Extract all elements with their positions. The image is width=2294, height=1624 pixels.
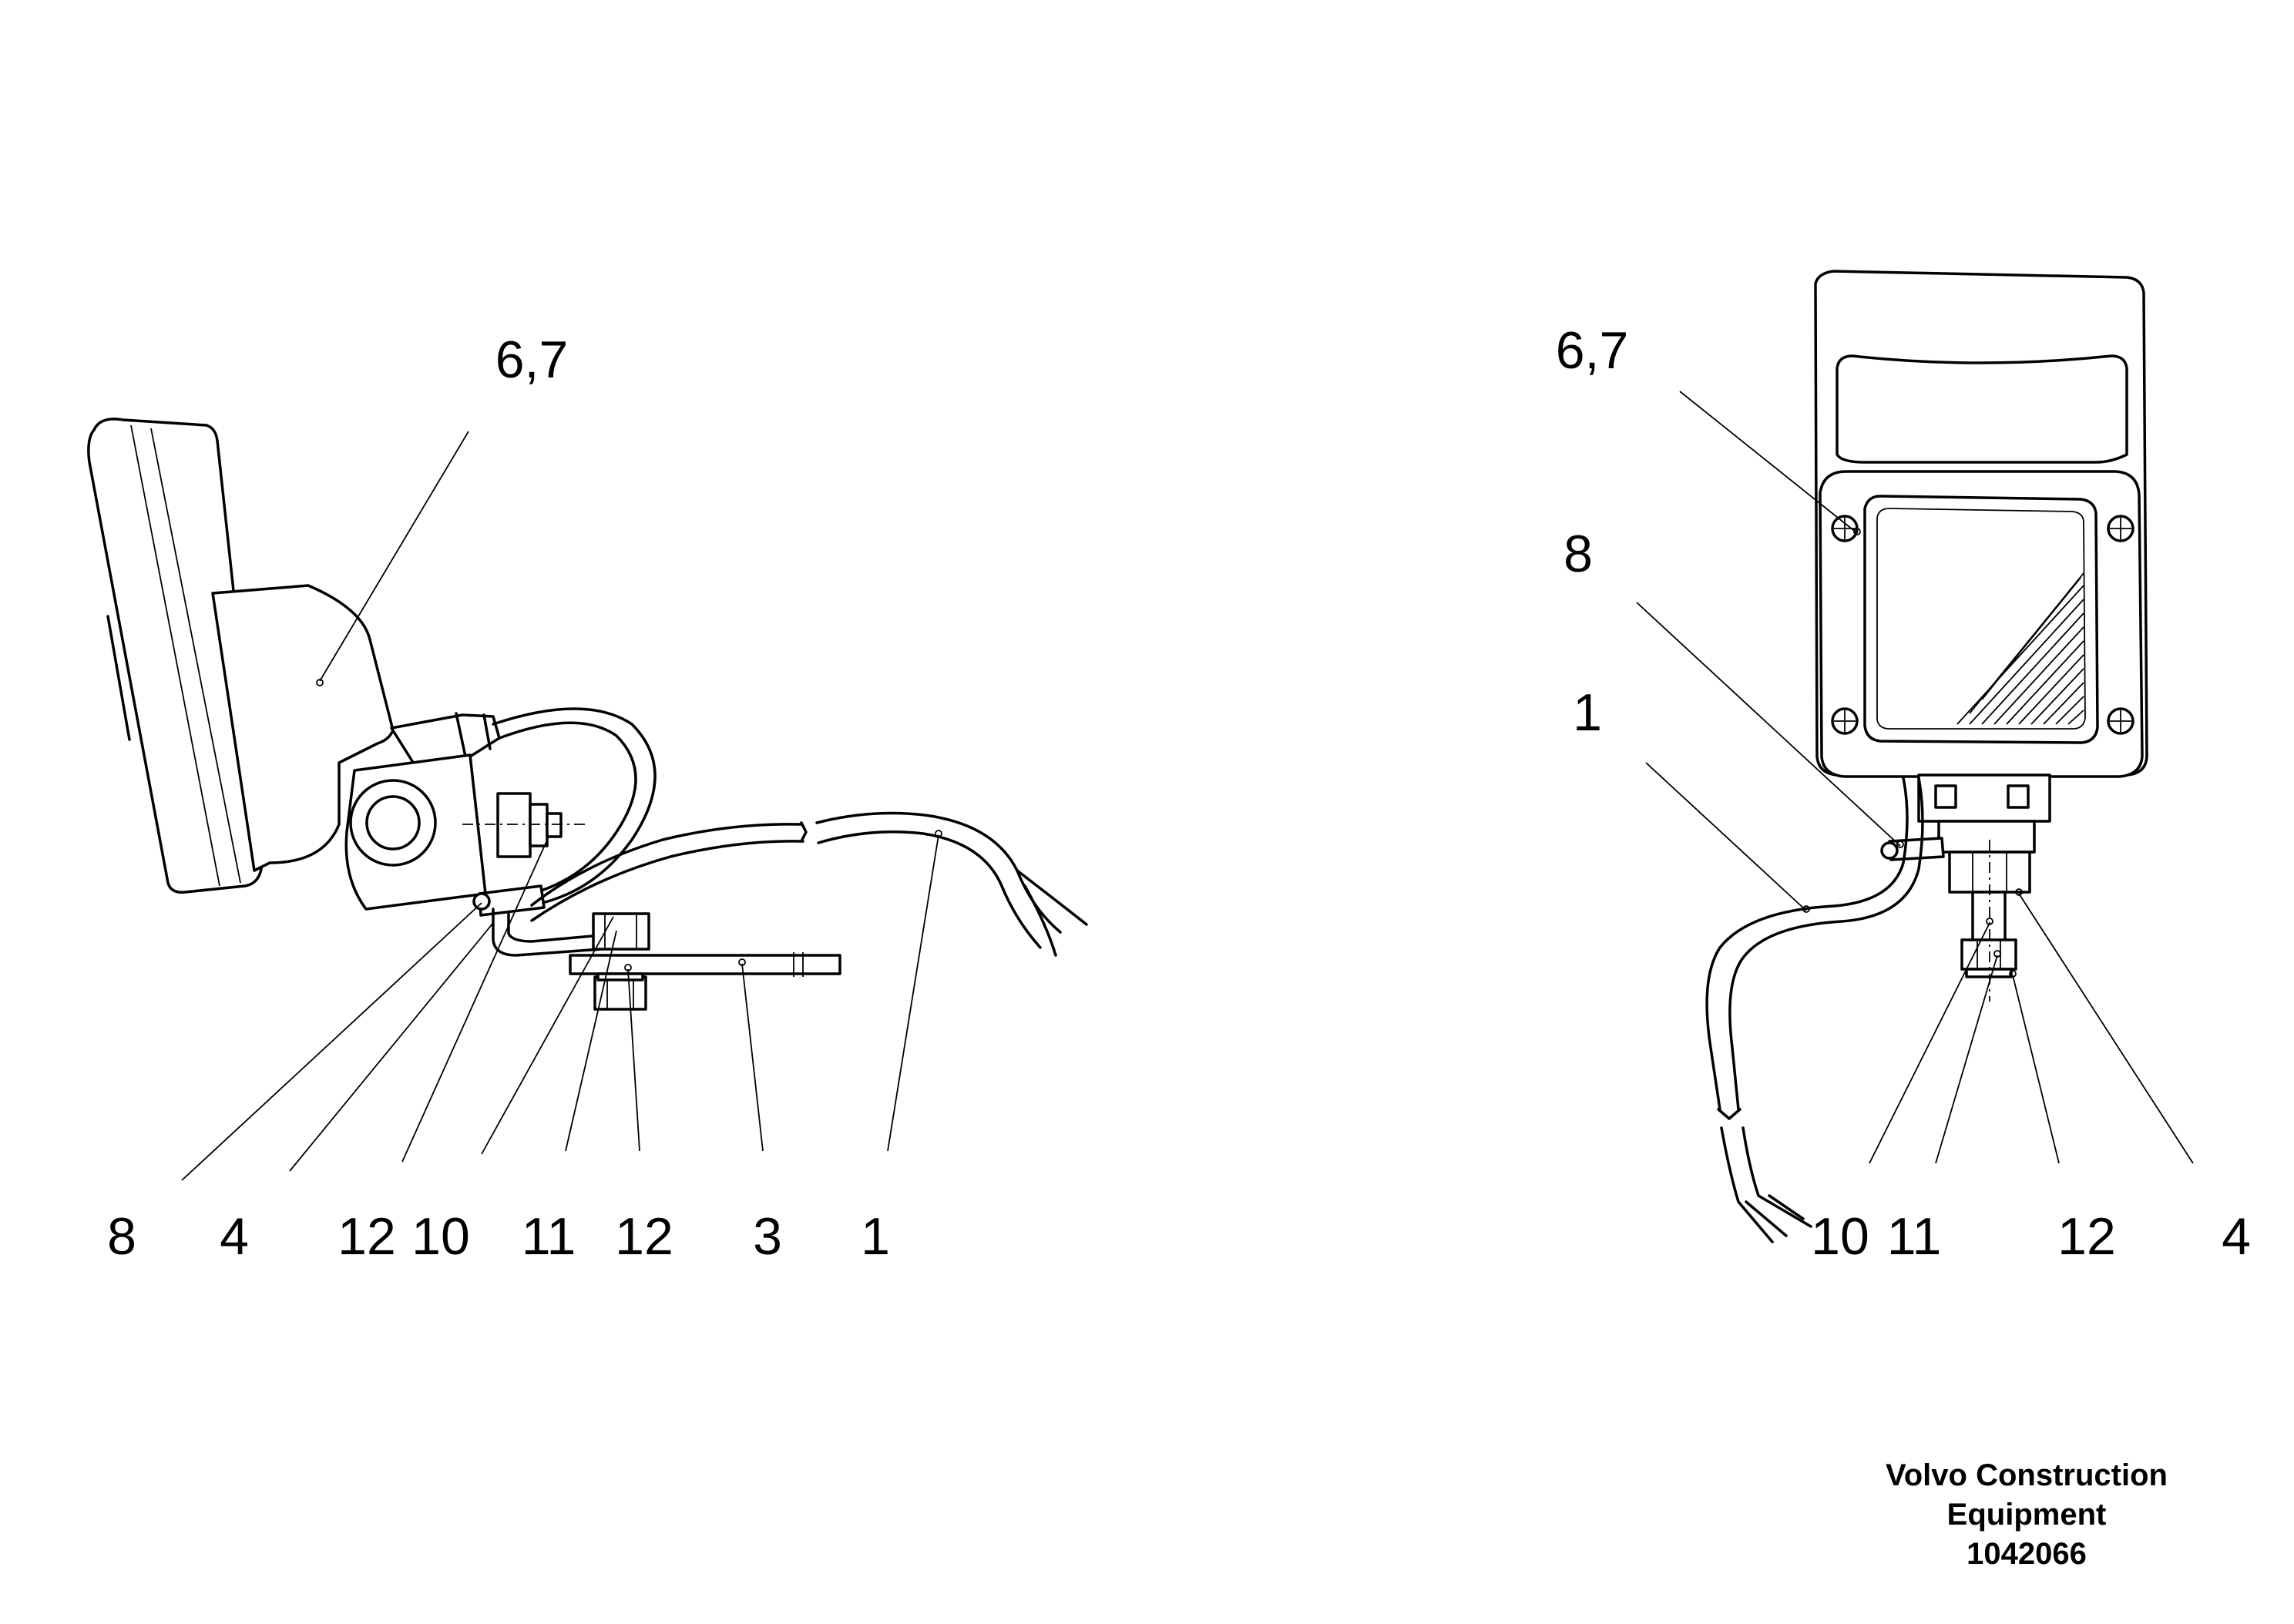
caption-company: Volvo Construction: [1886, 1458, 2168, 1492]
screw-icons: [1831, 515, 2134, 735]
callout-12-side-a: 12: [338, 1207, 396, 1266]
drawing-caption: Volvo Construction Equipment 1042066: [1842, 1456, 2212, 1574]
callout-8-front: 8: [1563, 525, 1593, 583]
caption-drawing-number: 1042066: [1967, 1537, 2087, 1571]
callout-1-front: 1: [1573, 683, 1602, 742]
callout-1-side: 1: [861, 1207, 890, 1266]
callout-12-side-b: 12: [615, 1207, 673, 1266]
side-view-lamp: [87, 418, 1088, 1011]
callout-6-7-front: 6,7: [1556, 321, 1629, 380]
callout-12-front: 12: [2057, 1207, 2116, 1266]
callout-11-side: 11: [522, 1207, 576, 1266]
callout-8-side: 8: [107, 1207, 136, 1266]
side-view-leaders: [181, 431, 939, 1181]
callout-3-side: 3: [753, 1207, 782, 1266]
callout-10-side: 10: [411, 1207, 470, 1266]
front-view-callouts: 6,7 8 1 10 11 12 4: [1556, 321, 2251, 1266]
front-view-lamp: [1705, 270, 2148, 1243]
front-view-leaders: [1636, 391, 2194, 1164]
callout-10-front: 10: [1811, 1207, 1869, 1266]
callout-11-front: 11: [1887, 1207, 1942, 1266]
callout-6-7-side: 6,7: [495, 331, 569, 389]
callout-4-front: 4: [2222, 1207, 2251, 1266]
side-view-callouts: 6,7 8 4 12 10 11 12 3 1: [107, 331, 890, 1266]
callout-4-side: 4: [220, 1207, 249, 1266]
caption-division: Equipment: [1946, 1498, 2107, 1532]
